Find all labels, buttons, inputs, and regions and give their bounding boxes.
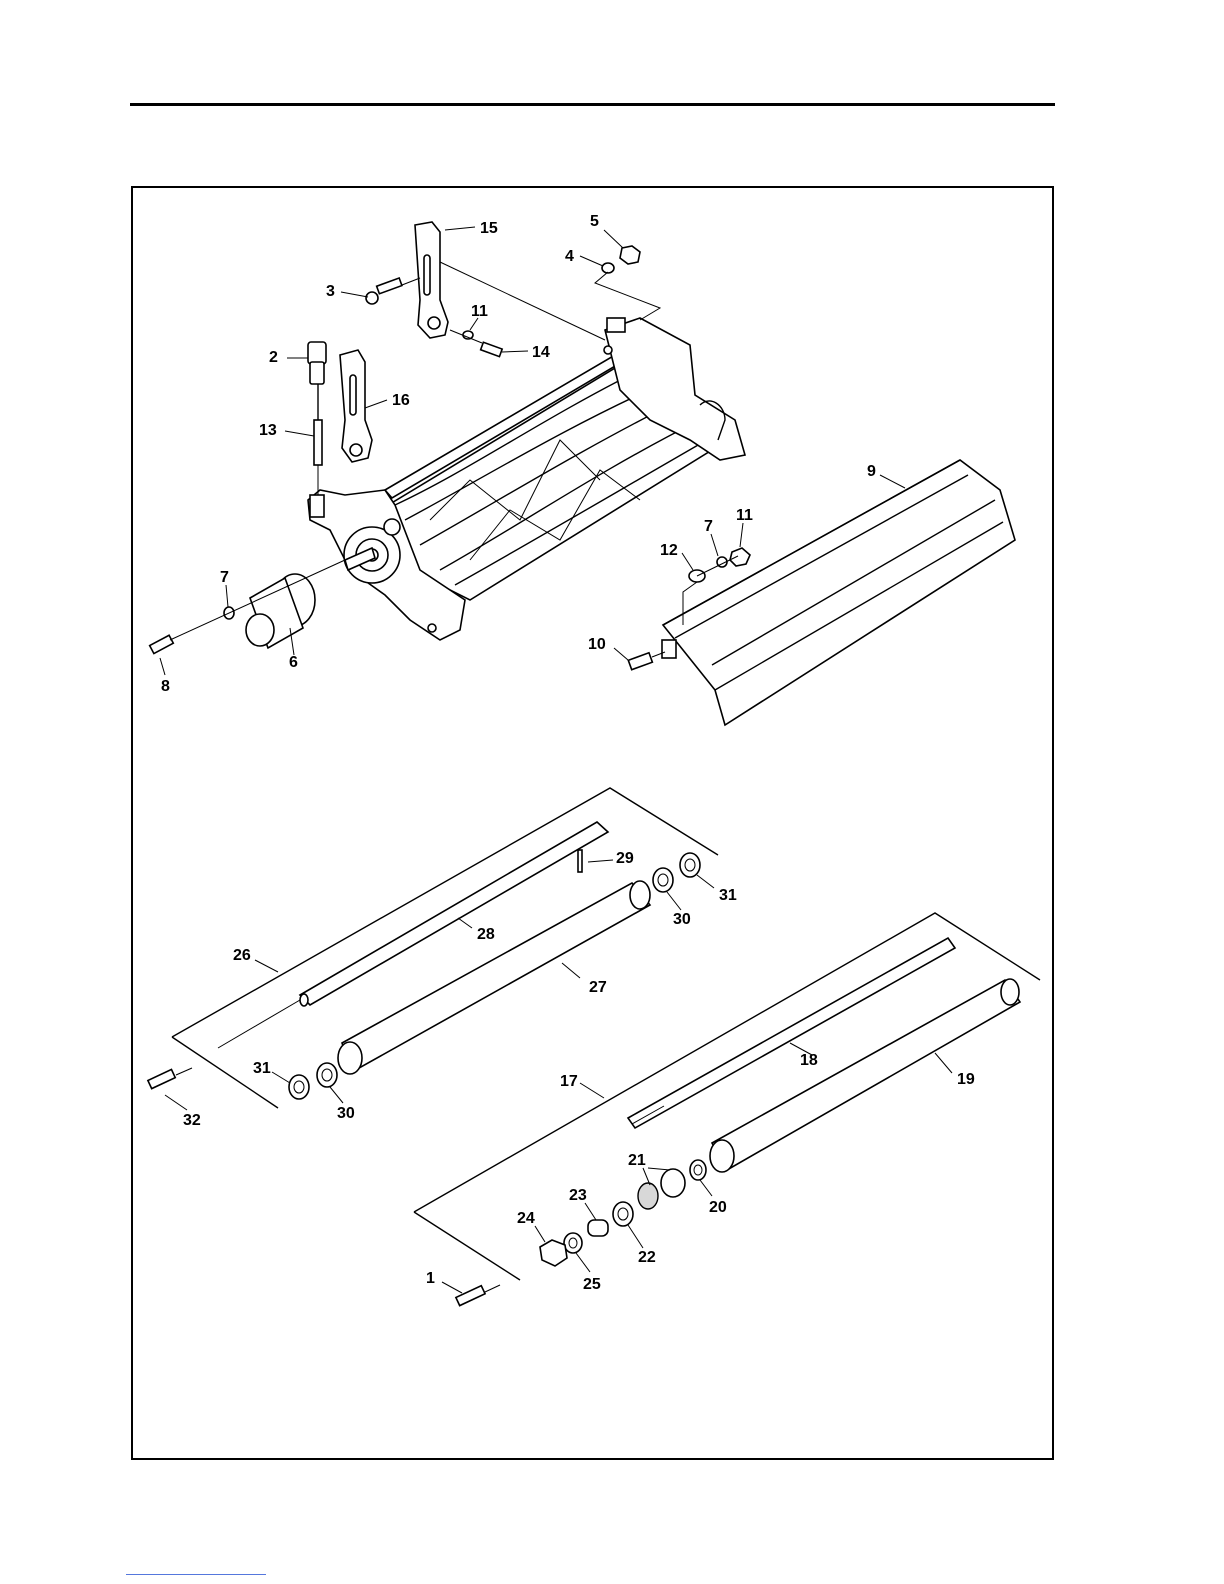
roller-tube-27-far-end — [630, 881, 650, 909]
callout-6: 6 — [289, 654, 298, 671]
callout-7-right: 7 — [704, 518, 713, 535]
bracket-16-slot — [350, 375, 356, 415]
callout-13: 13 — [259, 422, 277, 439]
callout-25: 25 — [583, 1276, 601, 1293]
screw-32 — [148, 1069, 175, 1088]
callout-23: 23 — [569, 1187, 587, 1204]
cone-6-opening — [246, 614, 274, 646]
threaded-rod-13 — [314, 420, 322, 465]
bedknife-bar-9 — [662, 460, 1015, 725]
bearing-cone-21 — [638, 1183, 658, 1209]
roller-tube-27-near-end — [338, 1042, 362, 1074]
callout-12: 12 — [660, 542, 678, 559]
callout-10: 10 — [588, 636, 606, 653]
adjuster-2-body — [310, 362, 324, 384]
nut-5 — [620, 246, 640, 264]
callout-11-right: 11 — [736, 507, 753, 524]
reel-assembly — [308, 318, 745, 640]
bolt-3-head — [366, 292, 378, 304]
callout-8: 8 — [161, 678, 170, 695]
seal-31-right — [680, 853, 700, 877]
bolt-10 — [628, 653, 652, 670]
callout-15: 15 — [480, 220, 498, 237]
callout-9: 9 — [867, 463, 876, 480]
bedknife-9-tab — [662, 640, 676, 658]
spacer-23 — [588, 1220, 608, 1236]
bracket-16-hole — [350, 444, 362, 456]
shaft-28 — [300, 822, 608, 1005]
nut-11-right — [730, 548, 750, 566]
callout-7-left: 7 — [220, 569, 229, 586]
callout-32: 32 — [183, 1112, 201, 1129]
callout-29: 29 — [616, 850, 634, 867]
screw-1 — [456, 1286, 485, 1306]
bracket-15-slot — [424, 255, 430, 295]
callout-3: 3 — [326, 283, 335, 300]
callout-2: 2 — [269, 349, 278, 366]
callout-26: 26 — [233, 947, 251, 964]
washer-20 — [690, 1160, 706, 1180]
callout-14: 14 — [532, 344, 550, 361]
callout-18: 18 — [800, 1052, 818, 1069]
nut-24 — [540, 1240, 567, 1266]
bearing-30-right — [653, 868, 673, 892]
bolt-3-shank — [377, 278, 402, 294]
callout-30-right: 30 — [673, 911, 691, 928]
leader-5-4-plate — [595, 272, 660, 320]
callout-17: 17 — [560, 1073, 578, 1090]
roller-tube-19-near-end — [710, 1140, 734, 1172]
shaft-28-end — [300, 994, 308, 1006]
seal-31-left — [289, 1075, 309, 1099]
washer-25 — [564, 1233, 582, 1253]
callout-4: 4 — [565, 248, 574, 265]
callout-31-right: 31 — [719, 887, 737, 904]
shaft-28-axis — [218, 1000, 300, 1048]
callout-21: 21 — [628, 1152, 646, 1169]
callout-20: 20 — [709, 1199, 727, 1216]
callout-1: 1 — [426, 1270, 435, 1287]
washer-4 — [602, 263, 614, 273]
callout-22: 22 — [638, 1249, 656, 1266]
callout-27: 27 — [589, 979, 607, 996]
callout-28: 28 — [477, 926, 495, 943]
right-plate-hole — [604, 346, 612, 354]
leader-15-plate — [440, 262, 605, 340]
part-callouts: 5 15 4 3 11 14 2 16 13 9 7 11 12 7 10 8 … — [161, 213, 975, 1293]
callout-19: 19 — [957, 1071, 975, 1088]
adjuster-2-head — [308, 342, 326, 364]
callout-leaders — [160, 227, 952, 1293]
pin-29 — [578, 850, 582, 872]
washer-22 — [613, 1202, 633, 1226]
bolt-8 — [150, 635, 174, 653]
bracket-15-hole — [428, 317, 440, 329]
roller-tube-19-far-end — [1001, 979, 1019, 1005]
bedknife-9-body — [663, 460, 1015, 725]
roller-tube-27 — [342, 883, 650, 1072]
right-plate-tab — [607, 318, 625, 332]
bearing-30-left — [317, 1063, 337, 1087]
callout-11-top: 11 — [471, 303, 488, 320]
callout-5: 5 — [590, 213, 599, 230]
bearing-cup-21 — [661, 1169, 685, 1197]
screw-1-axis — [485, 1285, 500, 1292]
bolt-3-axis — [402, 278, 420, 285]
screw-32-axis — [176, 1068, 192, 1075]
callout-16: 16 — [392, 392, 410, 409]
left-plate-hole-bottom — [428, 624, 436, 632]
screw-14 — [481, 342, 503, 356]
callout-31-left: 31 — [253, 1060, 271, 1077]
callout-24: 24 — [517, 1210, 535, 1227]
left-plate-hole-top — [384, 519, 400, 535]
left-plate-mount — [310, 495, 324, 517]
callout-30-left: 30 — [337, 1105, 355, 1122]
